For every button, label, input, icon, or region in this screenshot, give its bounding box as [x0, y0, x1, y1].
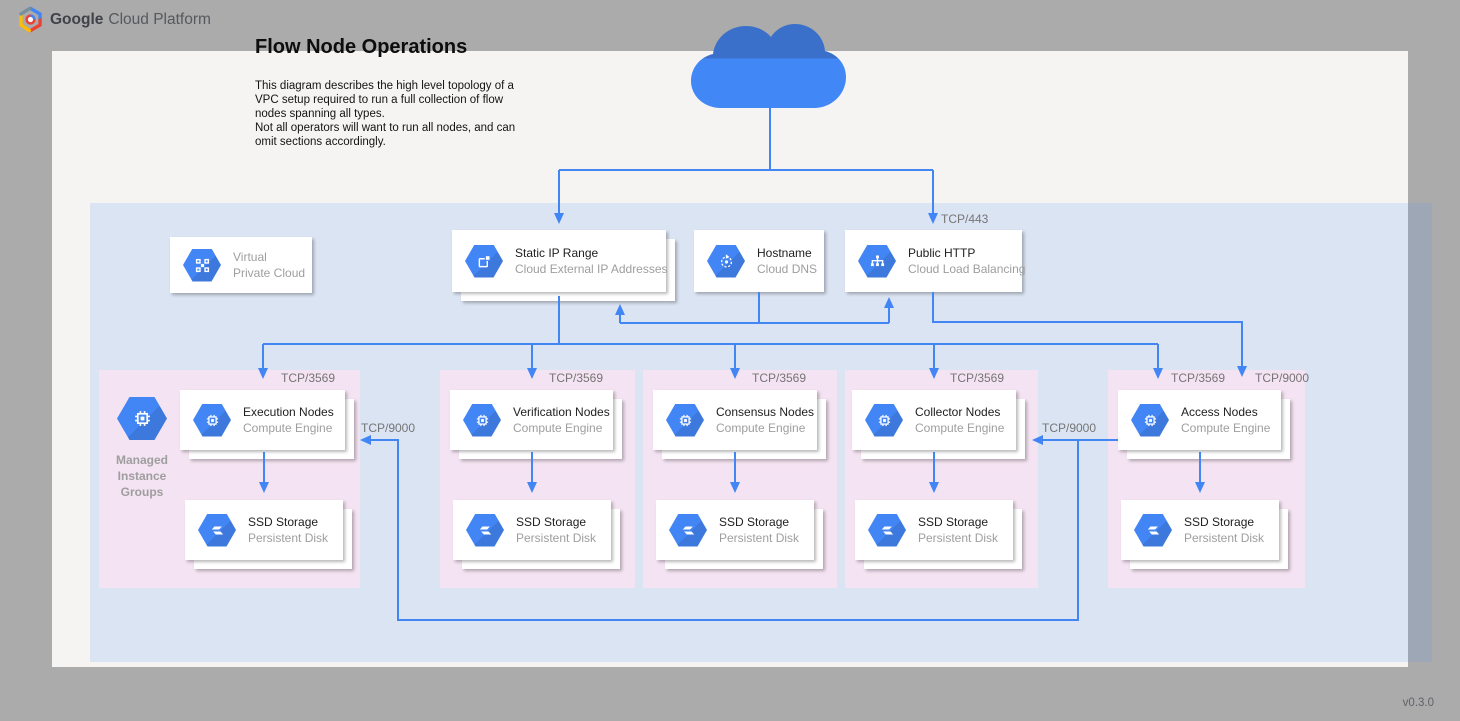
- card-subtitle: Persistent Disk: [1184, 531, 1265, 545]
- cloud-icon: [691, 24, 846, 108]
- persistent-disk-icon: [669, 513, 707, 547]
- compute-engine-icon: [463, 403, 501, 437]
- card-subtitle: Persistent Disk: [719, 531, 800, 545]
- compute-engine-icon: [1131, 403, 1169, 437]
- port-label-tcp3569-collector: TCP/3569: [950, 371, 1005, 385]
- diagram-title: Flow Node Operations: [255, 36, 468, 58]
- port-label-tcp9000-collector: TCP/9000: [1042, 421, 1097, 435]
- card-subtitle: Persistent Disk: [516, 531, 597, 545]
- card-title: SSD Storage: [1184, 515, 1255, 529]
- card-title: Consensus Nodes: [716, 405, 815, 419]
- card-title: Hostname: [757, 246, 812, 260]
- managed-instance-groups-label: Managed Instance Groups: [115, 453, 168, 499]
- card-title: Virtual: [233, 250, 267, 264]
- gcp-logo: [19, 6, 42, 33]
- port-label-tcp3569-access: TCP/3569: [1171, 371, 1226, 385]
- card-subtitle: Cloud DNS: [757, 262, 818, 276]
- card-subtitle: Persistent Disk: [918, 531, 999, 545]
- card-title: Static IP Range: [515, 246, 599, 260]
- card-public-http: Public HTTP Cloud Load Balancing: [845, 230, 1026, 292]
- persistent-disk-icon: [466, 513, 504, 547]
- card-subtitle: Compute Engine: [1181, 421, 1271, 435]
- card-subtitle: Cloud Load Balancing: [908, 262, 1026, 276]
- port-label-tcp9000-access: TCP/9000: [1255, 371, 1310, 385]
- compute-engine-icon: [865, 403, 903, 437]
- compute-engine-icon: [666, 403, 704, 437]
- load-balancer-icon: [858, 244, 896, 278]
- card-subtitle: Compute Engine: [513, 421, 603, 435]
- card-title: SSD Storage: [516, 515, 587, 529]
- persistent-disk-icon: [1134, 513, 1172, 547]
- compute-engine-icon: [193, 403, 231, 437]
- brand-google: Google: [50, 11, 104, 28]
- card-subtitle: Compute Engine: [915, 421, 1005, 435]
- card-title: SSD Storage: [719, 515, 790, 529]
- card-virtual-private-cloud: Virtual Private Cloud: [170, 237, 312, 293]
- vpc-icon: [183, 248, 221, 282]
- card-hostname: Hostname Cloud DNS: [694, 230, 824, 292]
- version-label: v0.3.0: [1402, 697, 1434, 709]
- card-title: Public HTTP: [908, 246, 976, 260]
- card-subtitle: Cloud External IP Addresses: [515, 262, 668, 276]
- port-label-tcp3569-verification: TCP/3569: [549, 371, 604, 385]
- port-label-tcp9000-execution: TCP/9000: [361, 421, 416, 435]
- card-subtitle: Persistent Disk: [248, 531, 329, 545]
- card-title: Verification Nodes: [513, 405, 610, 419]
- external-ip-icon: [465, 244, 503, 278]
- card-subtitle: Private Cloud: [233, 266, 306, 280]
- card-subtitle: Compute Engine: [243, 421, 333, 435]
- card-title: Collector Nodes: [915, 405, 1001, 419]
- port-label-tcp3569-consensus: TCP/3569: [752, 371, 807, 385]
- card-static-ip-range: Static IP Range Cloud External IP Addres…: [452, 230, 668, 292]
- card-title: SSD Storage: [918, 515, 989, 529]
- brand-cloud-platform: Cloud Platform: [108, 11, 211, 28]
- card-subtitle: Compute Engine: [716, 421, 806, 435]
- cloud-dns-icon: [707, 244, 745, 278]
- persistent-disk-icon: [198, 513, 236, 547]
- port-label-tcp3569-execution: TCP/3569: [281, 371, 336, 385]
- card-title: Execution Nodes: [243, 405, 334, 419]
- card-title: Access Nodes: [1181, 405, 1258, 419]
- port-label-tcp443: TCP/443: [941, 212, 989, 226]
- diagram-description: This diagram describes the high level to…: [255, 80, 516, 148]
- card-title: SSD Storage: [248, 515, 319, 529]
- persistent-disk-icon: [868, 513, 906, 547]
